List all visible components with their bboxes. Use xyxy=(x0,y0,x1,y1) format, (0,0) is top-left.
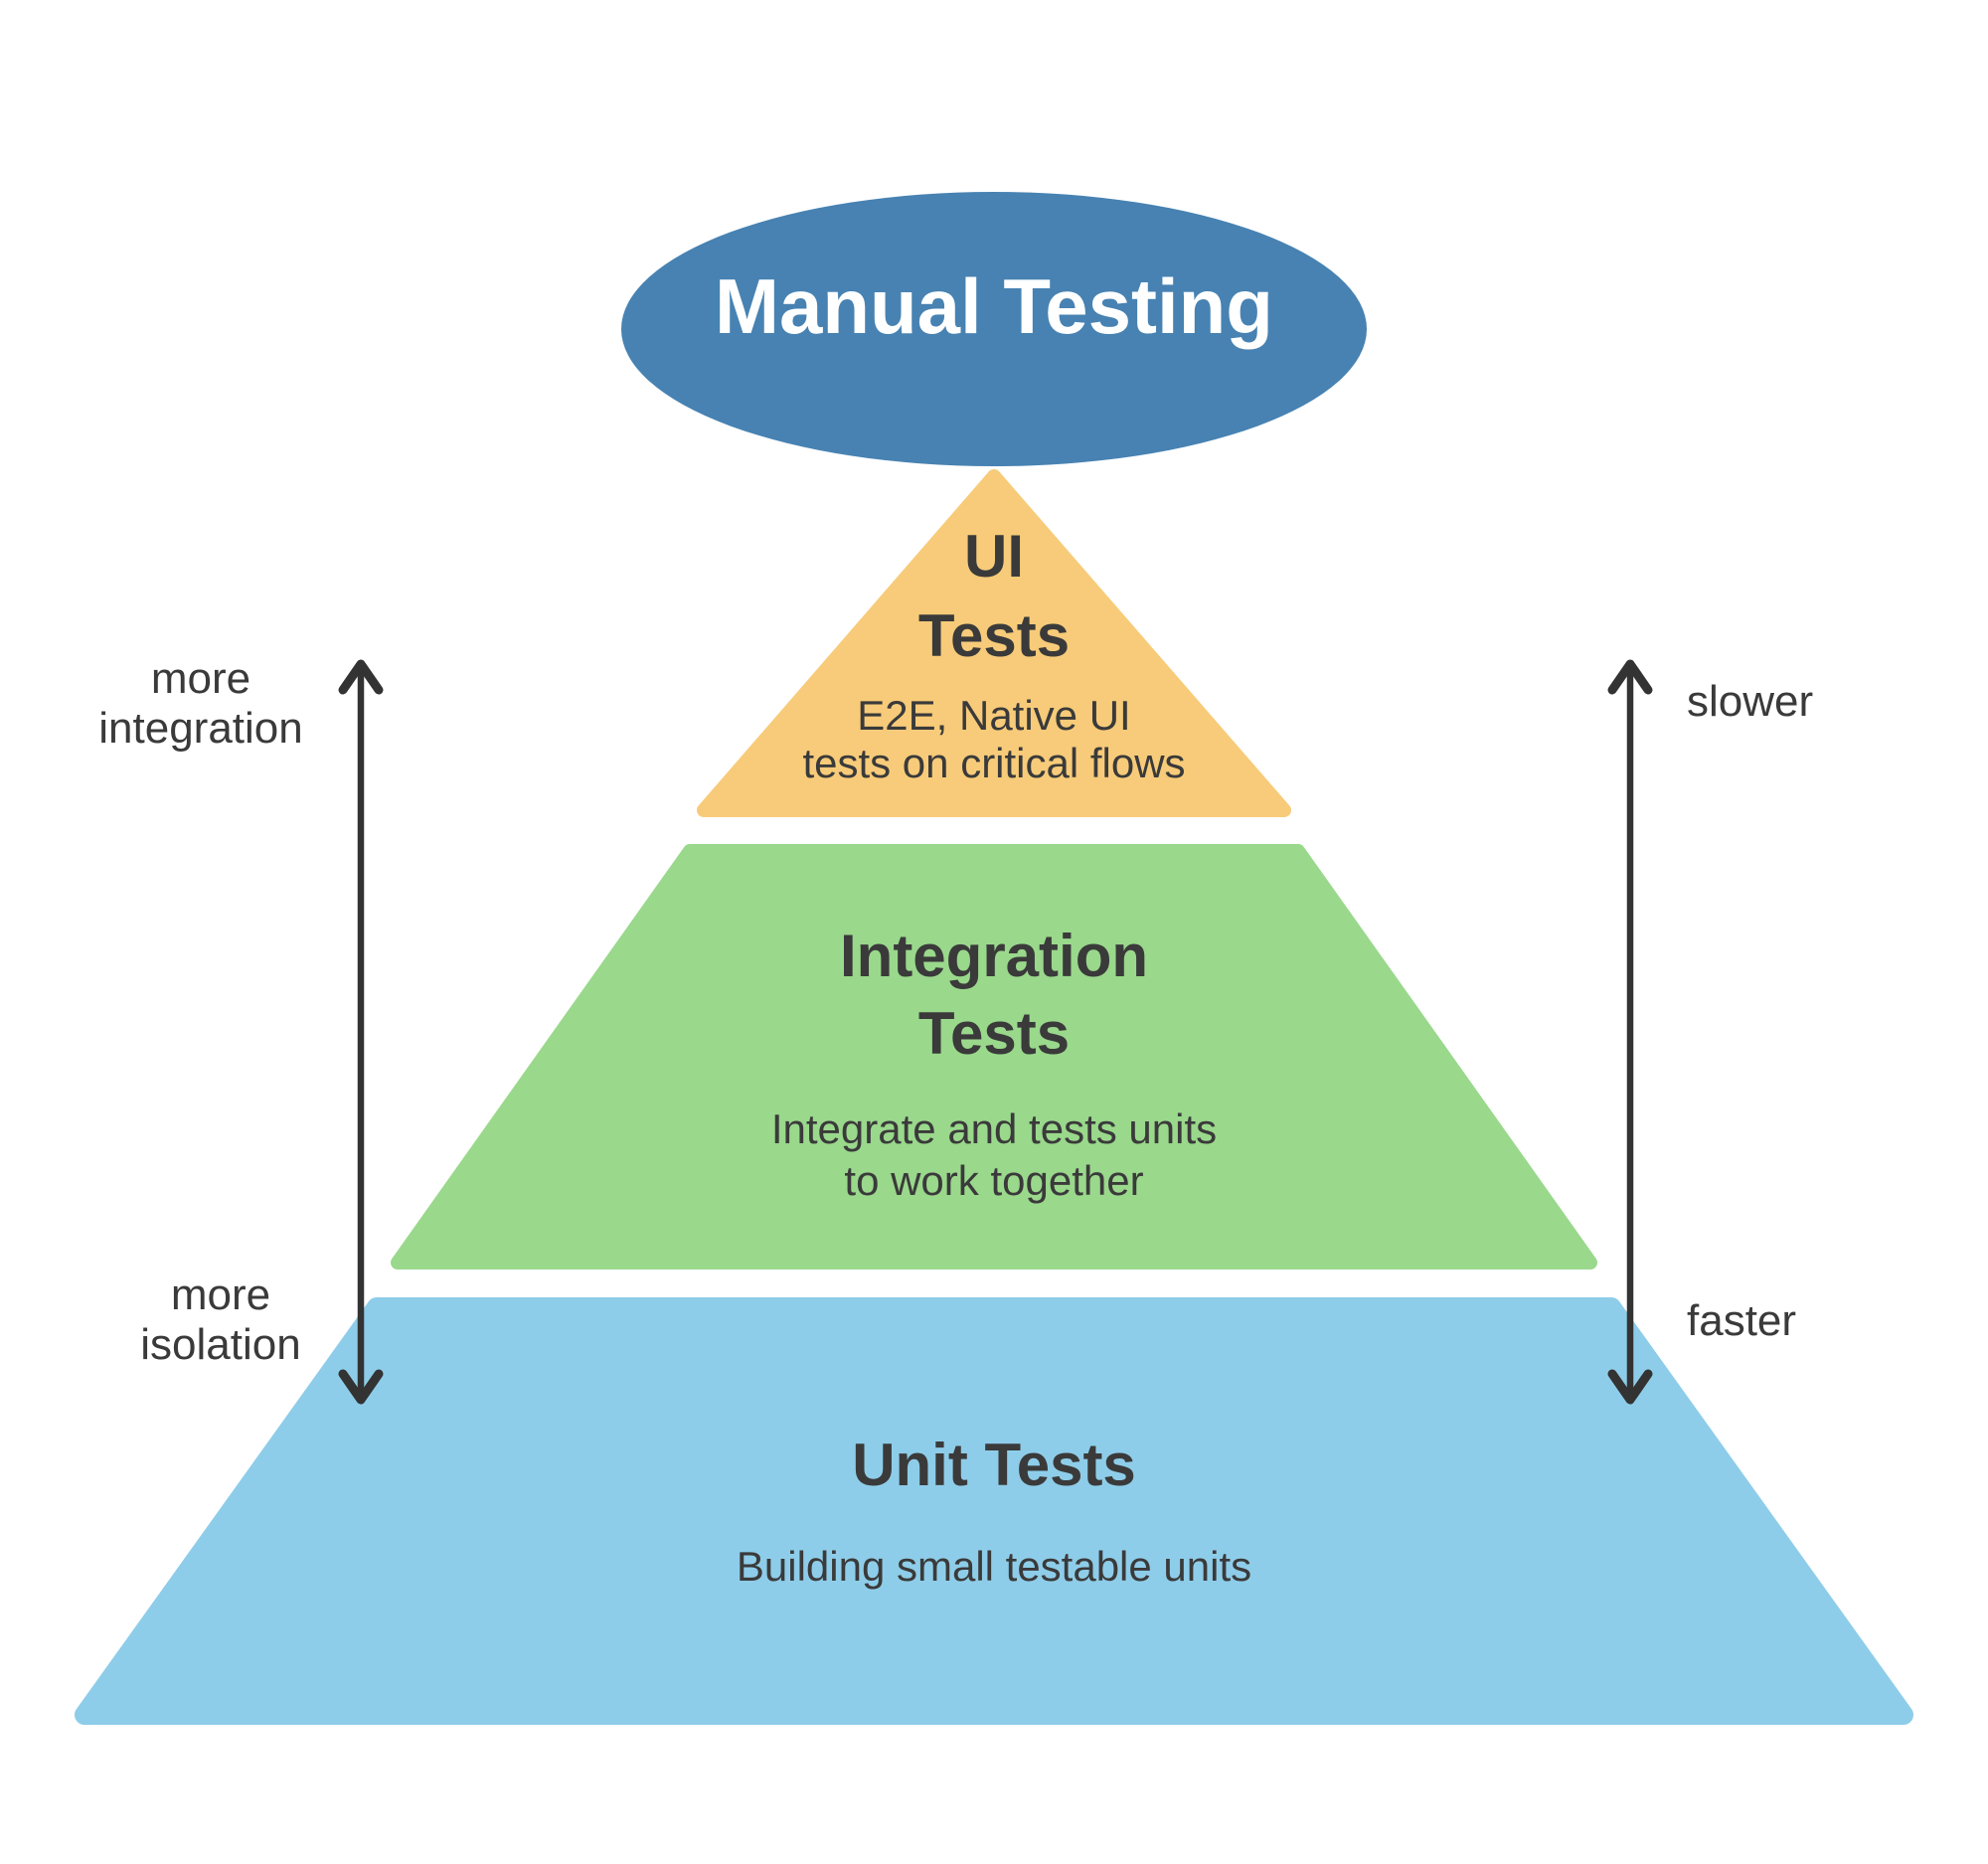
ui-tests-subtitle-line-2: tests on critical flows xyxy=(802,740,1185,786)
left-axis-arrow-head-bottom xyxy=(338,1369,384,1405)
unit-tests-subtitle: Building small testable units xyxy=(737,1543,1251,1590)
right-axis-bottom-label: faster xyxy=(1687,1296,1796,1345)
ui-tests-title-line-1: UI xyxy=(964,523,1024,590)
left-axis-arrow-head-top xyxy=(338,659,384,695)
left-axis-top-label-line-1: more xyxy=(151,654,250,703)
left-axis-bottom-label-line-1: more xyxy=(171,1271,270,1319)
ui-tests-shape xyxy=(697,469,1291,817)
integration-tests-shape xyxy=(391,844,1597,1270)
ui-tests-title-line-2: Tests xyxy=(918,602,1070,669)
integration-tests-title-line-2: Tests xyxy=(918,1000,1070,1067)
right-axis-arrow xyxy=(1607,659,1653,1405)
right-axis-arrow-head-top xyxy=(1607,659,1653,695)
manual-testing-bubble xyxy=(621,192,1367,466)
manual-testing-label: Manual Testing xyxy=(715,262,1273,350)
right-axis-arrow-head-bottom xyxy=(1607,1369,1653,1405)
integration-tests-subtitle-line-1: Integrate and tests units xyxy=(771,1105,1217,1152)
integration-tests-subtitle-line-2: to work together xyxy=(844,1157,1143,1204)
left-axis-arrow xyxy=(338,659,384,1405)
left-axis-bottom-label-line-2: isolation xyxy=(140,1320,300,1369)
unit-tests-shape xyxy=(75,1297,1913,1725)
unit-tests-title: Unit Tests xyxy=(852,1432,1136,1498)
integration-tests-title-line-1: Integration xyxy=(840,923,1148,989)
ui-tests-subtitle-line-1: E2E, Native UI xyxy=(857,692,1130,739)
right-axis-top-label: slower xyxy=(1687,677,1813,726)
left-axis-top-label-line-2: integration xyxy=(98,704,302,753)
